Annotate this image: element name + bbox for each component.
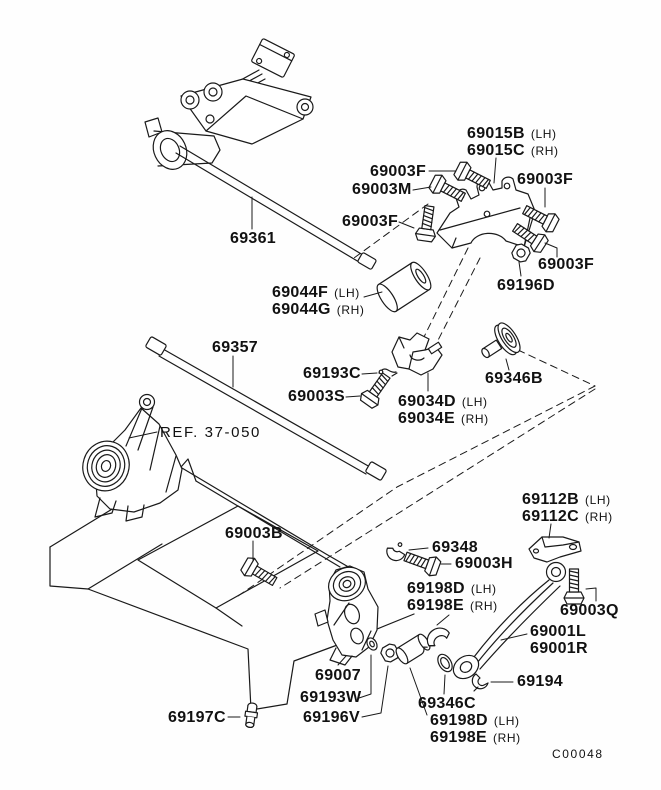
part-label-69003F: 69003F bbox=[517, 171, 573, 188]
seal-69346C bbox=[437, 653, 453, 673]
alignment-dashed-lines bbox=[237, 203, 596, 597]
knuckle-ref-37-050 bbox=[82, 393, 183, 522]
part-label-69346C: 69346C bbox=[418, 695, 476, 712]
clip-69194 bbox=[471, 673, 489, 692]
part-label-69348: 69348 bbox=[432, 539, 478, 556]
leader-lines bbox=[128, 157, 597, 718]
part-label-69003Q: 69003Q bbox=[560, 602, 619, 619]
part-label-69044F-LH: 69044F(LH) bbox=[272, 284, 360, 301]
frame-crossmember bbox=[49, 458, 415, 711]
part-label-69003S: 69003S bbox=[288, 388, 345, 405]
part-label-69196D: 69196D bbox=[497, 277, 555, 294]
bracket-69007 bbox=[314, 565, 379, 666]
rod-69361 bbox=[175, 145, 377, 270]
bolt-69003S bbox=[357, 369, 396, 411]
nut-69196D bbox=[509, 241, 533, 265]
part-label-69193W: 69193W bbox=[300, 689, 362, 706]
part-label-69003F: 69003F bbox=[370, 163, 426, 180]
part-label-69015C-RH: 69015C(RH) bbox=[467, 142, 559, 159]
part-label-69015B-LH: 69015B(LH) bbox=[467, 125, 557, 142]
part-labels: 69015B(LH)69015C(RH)69003F69003M69003F69… bbox=[160, 125, 619, 761]
part-label-69198E-RH: 69198E(RH) bbox=[407, 597, 498, 614]
part-label-69194: 69194 bbox=[517, 673, 563, 690]
upper-link-assembly bbox=[144, 38, 314, 170]
clip-69348 bbox=[386, 542, 406, 562]
washer-69346B bbox=[481, 322, 521, 359]
bracket-69034 bbox=[391, 332, 443, 376]
washer-69193W bbox=[366, 637, 378, 651]
part-label-69112C-RH: 69112C(RH) bbox=[522, 508, 613, 525]
bushing-69044 bbox=[376, 261, 432, 313]
bolt-69003Q bbox=[563, 568, 585, 605]
part-label-69198D-LH: 69198D(LH) bbox=[407, 580, 497, 597]
part-label-69003H: 69003H bbox=[455, 555, 513, 572]
part-label-69193C: 69193C bbox=[303, 365, 361, 382]
part-label-69001R: 69001R bbox=[530, 640, 588, 657]
bolt-69003F-1 bbox=[451, 158, 494, 194]
part-label-69361: 69361 bbox=[230, 230, 276, 247]
bolt-69003F-3 bbox=[414, 204, 440, 243]
ref-label: REF. 37-050 bbox=[160, 424, 261, 441]
part-label-69044G-RH: 69044G(RH) bbox=[272, 301, 364, 318]
plate-69112 bbox=[528, 536, 582, 563]
part-label-69034E-RH: 69034E(RH) bbox=[398, 410, 489, 427]
part-label-69198D-LH: 69198D(LH) bbox=[430, 712, 520, 729]
part-label-69003F: 69003F bbox=[538, 256, 594, 273]
bushing-69198-upper bbox=[426, 627, 450, 647]
part-label-69034D-LH: 69034D(LH) bbox=[398, 393, 488, 410]
rod-69357 bbox=[145, 336, 387, 481]
figure-code: C00048 bbox=[552, 747, 604, 761]
part-label-69003M: 69003M bbox=[352, 181, 412, 198]
part-label-69001L: 69001L bbox=[530, 623, 586, 640]
part-label-69003B: 69003B bbox=[225, 525, 283, 542]
part-label-69003F: 69003F bbox=[342, 213, 398, 230]
bushing-69198-lower bbox=[395, 633, 431, 665]
part-label-69112B-LH: 69112B(LH) bbox=[522, 491, 611, 508]
arm-69001 bbox=[452, 561, 567, 680]
bolt-69003B bbox=[238, 554, 281, 591]
clip-69193C bbox=[378, 368, 398, 377]
part-label-69346B: 69346B bbox=[485, 370, 543, 387]
part-label-69196V: 69196V bbox=[303, 709, 360, 726]
part-label-69198E-RH: 69198E(RH) bbox=[430, 729, 521, 746]
part-label-69007: 69007 bbox=[315, 667, 361, 684]
part-label-69197C: 69197C bbox=[168, 709, 226, 726]
part-label-69357: 69357 bbox=[212, 339, 258, 356]
fitting-69197C bbox=[244, 702, 259, 729]
